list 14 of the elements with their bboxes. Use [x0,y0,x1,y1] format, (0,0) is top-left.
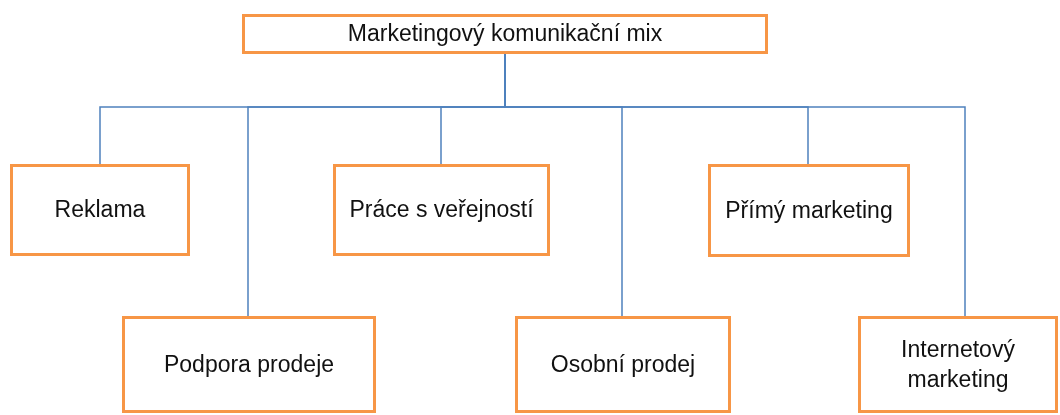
category-box [515,316,731,413]
node-label: Osobní prodej [550,349,696,379]
category-box [858,316,1058,413]
node-label: Práce s veřejností [349,195,534,225]
root-box [242,14,768,54]
node-label: Marketingový komunikační mix [347,19,663,49]
node-label: Reklama [54,195,146,225]
category-box [333,164,550,256]
category-box [122,316,376,413]
node-label: Internetový marketing [900,334,1016,394]
node-label: Podpora prodeje [163,349,335,379]
category-box [10,164,190,256]
node-label: Přímý marketing [725,195,893,225]
category-box [708,164,910,257]
